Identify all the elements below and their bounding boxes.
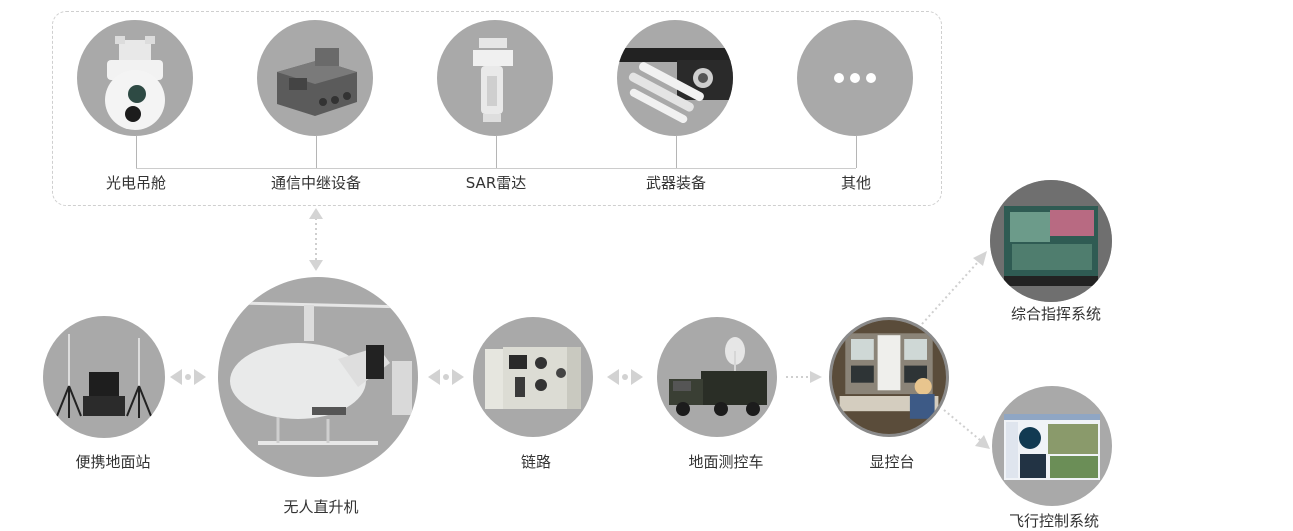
weapons-circle[interactable] bbox=[617, 20, 733, 136]
eo-pod-stem bbox=[136, 136, 137, 168]
datalink-circle[interactable] bbox=[473, 317, 593, 437]
console-circle[interactable] bbox=[829, 317, 949, 437]
other-circle[interactable] bbox=[797, 20, 913, 136]
weapons-label: 武器装备 bbox=[645, 174, 707, 192]
payload-group-box bbox=[52, 11, 942, 206]
vehicle-console-connector bbox=[786, 371, 822, 383]
console-icon bbox=[832, 320, 946, 434]
other-label: 其他 bbox=[840, 174, 872, 192]
sar-radar-stem bbox=[496, 136, 497, 168]
datalink-icon bbox=[485, 347, 581, 409]
helicopter-circle[interactable] bbox=[218, 277, 418, 477]
eo-pod-label: 光电吊舱 bbox=[105, 174, 167, 192]
ellipsis-icon bbox=[834, 73, 876, 83]
flight-control-label: 飞行控制系统 bbox=[1008, 512, 1100, 530]
sar-radar-circle[interactable] bbox=[437, 20, 553, 136]
link-vehicle-connector bbox=[607, 369, 643, 385]
command-system-circle[interactable] bbox=[990, 180, 1112, 302]
portable-station-icon bbox=[56, 334, 152, 418]
command-system-label: 综合指挥系统 bbox=[1010, 305, 1102, 323]
weapons-icon bbox=[617, 48, 733, 124]
comm-relay-label: 通信中继设备 bbox=[270, 174, 362, 192]
eo-pod-icon bbox=[105, 36, 165, 130]
command-system-icon bbox=[990, 180, 1112, 302]
ground-vehicle-circle[interactable] bbox=[657, 317, 777, 437]
weapons-stem bbox=[676, 136, 677, 168]
sar-radar-icon bbox=[473, 38, 513, 122]
helicopter-icon bbox=[230, 301, 412, 445]
ground-vehicle-icon bbox=[669, 337, 767, 416]
console-command-connector bbox=[921, 251, 987, 325]
datalink-label: 链路 bbox=[520, 453, 552, 471]
payload-bus-line bbox=[136, 168, 856, 169]
console-label: 显控台 bbox=[869, 453, 915, 471]
portable-station-label: 便携地面站 bbox=[75, 453, 151, 471]
ground-vehicle-label: 地面测控车 bbox=[688, 453, 764, 471]
flight-control-circle[interactable] bbox=[992, 386, 1112, 506]
station-heli-connector bbox=[170, 369, 206, 385]
portable-station-circle[interactable] bbox=[43, 316, 165, 438]
heli-link-connector bbox=[428, 369, 464, 385]
console-flight-connector bbox=[943, 409, 990, 449]
flight-control-icon bbox=[1004, 414, 1100, 480]
helicopter-label: 无人直升机 bbox=[283, 498, 359, 516]
eo-pod-circle[interactable] bbox=[77, 20, 193, 136]
comm-relay-icon bbox=[277, 48, 357, 116]
comm-relay-circle[interactable] bbox=[257, 20, 373, 136]
payload-heli-connector bbox=[309, 208, 323, 271]
other-stem bbox=[856, 136, 857, 168]
comm-relay-stem bbox=[316, 136, 317, 168]
sar-radar-label: SAR雷达 bbox=[465, 174, 527, 192]
